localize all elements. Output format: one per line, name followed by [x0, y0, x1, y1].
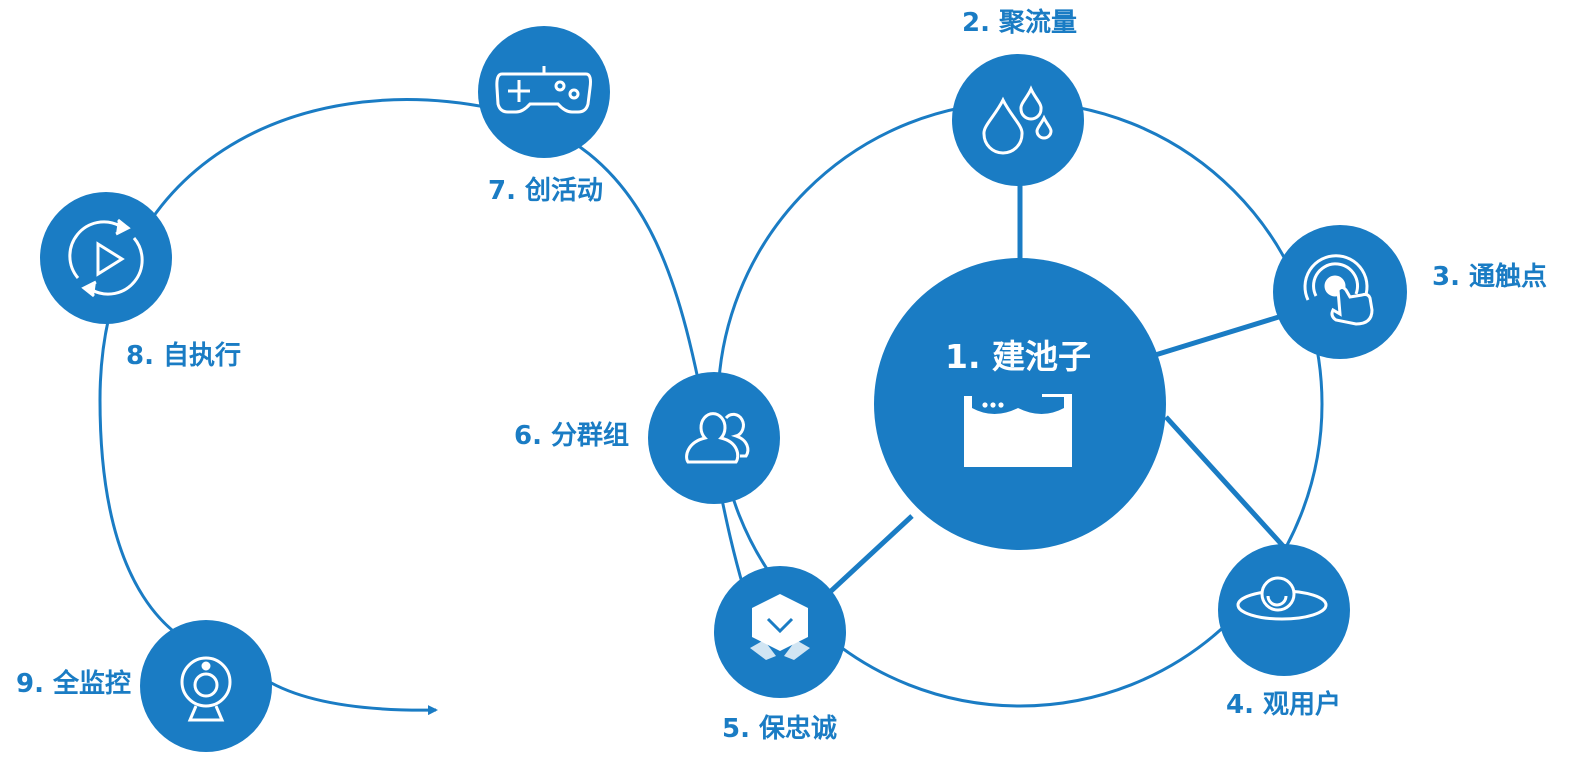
center-node — [874, 258, 1166, 550]
step-node-5 — [714, 566, 846, 698]
touch-target-icon — [1303, 254, 1374, 326]
pool-icon — [964, 394, 1072, 467]
step-node-6 — [648, 372, 780, 504]
step-label-4: 4. 观用户 — [1226, 690, 1342, 720]
step-label-8: 8. 自执行 — [126, 341, 242, 371]
step-label-9: 9. 全监控 — [16, 669, 132, 699]
step-label-3: 3. 通触点 — [1432, 262, 1548, 292]
step-node-7 — [478, 26, 610, 158]
user-group-icon — [685, 412, 750, 464]
step-label-5: 5. 保忠诚 — [722, 714, 838, 744]
gamepad-icon — [495, 66, 592, 114]
eye-360-icon — [1236, 576, 1328, 621]
water-drops-icon — [982, 85, 1053, 155]
step-node-2 — [952, 54, 1084, 186]
step-label-6: 6. 分群组 — [514, 421, 630, 451]
step-node-3 — [1273, 225, 1407, 359]
center-circle — [874, 258, 1166, 550]
spoke-3 — [1151, 313, 1283, 359]
spoke-4 — [1164, 415, 1286, 549]
loyalty-badge-icon — [750, 594, 810, 660]
spoke-5 — [828, 514, 914, 594]
step-label-2: 2. 聚流量 — [962, 8, 1078, 38]
step-label-7: 7. 创活动 — [488, 176, 604, 206]
step-node-4 — [1218, 544, 1350, 676]
center-label: 1. 建池子 — [945, 337, 1091, 376]
webcam-icon — [180, 656, 232, 722]
exit-arrow — [265, 678, 438, 716]
step-node-8 — [40, 192, 172, 324]
auto-play-icon — [68, 218, 144, 298]
left-cycle-arc — [98, 98, 760, 652]
step-node-9 — [140, 620, 272, 752]
